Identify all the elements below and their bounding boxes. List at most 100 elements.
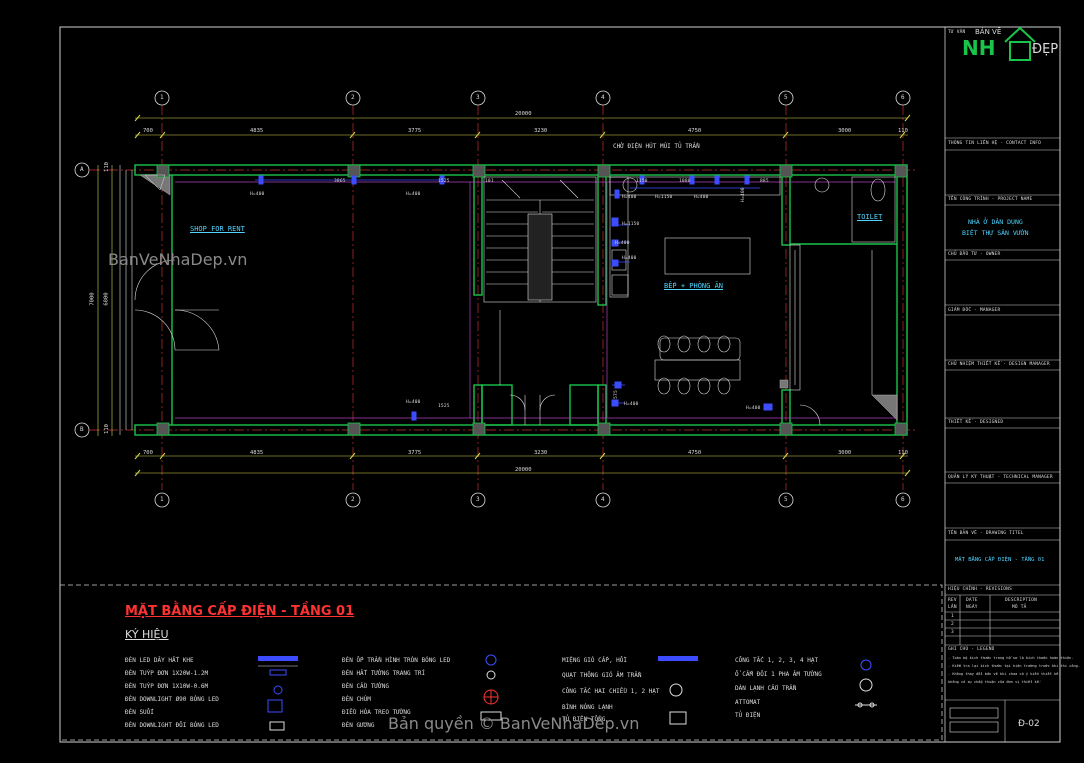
- room-toilet-label: TOILET: [857, 213, 883, 221]
- design-manager-label: CHỦ NHIỆM THIẾT KẾ - DESIGN MANAGER: [948, 362, 1050, 367]
- misc-dim-3: 1525: [438, 404, 450, 409]
- rev-row-1: 1: [951, 614, 954, 619]
- dim-top-7: 110: [898, 128, 908, 134]
- rev-header-desc: DESCRIPTION: [1005, 598, 1038, 603]
- dim-bottom-5: 4750: [688, 450, 702, 456]
- dim-top-5: 4750: [688, 128, 702, 134]
- grid-col-3-top: 3: [476, 94, 480, 101]
- dim-left-inner: 6800: [103, 292, 110, 306]
- h-label-4: H=400: [622, 195, 637, 200]
- dim-bottom-4: 3230: [534, 450, 548, 456]
- logo-top-text: BẢN VẼ: [975, 28, 1002, 36]
- rev-sub-desc: MÔ TẢ: [1012, 605, 1027, 610]
- legend-col3-item-4: BÌNH NÓNG LẠNH: [562, 704, 613, 711]
- misc-dim-1: 3865: [334, 179, 346, 184]
- grid-col-4-bottom: 4: [601, 496, 605, 503]
- dim-left-outer: 7000: [89, 292, 96, 306]
- h-label-8: H=400: [624, 402, 639, 407]
- dim-bottom-2: 4835: [250, 450, 264, 456]
- rev-header-rev: REV: [948, 598, 957, 603]
- h-label-5: H=400: [694, 195, 709, 200]
- grid-col-2-top: 2: [351, 94, 355, 101]
- grid-col-2-bottom: 2: [351, 496, 355, 503]
- drawing-title: MẶT BẰNG CẤP ĐIỆN - TẦNG 01: [125, 604, 355, 619]
- misc-dim-2: 1525: [438, 179, 450, 184]
- grid-col-1-bottom: 1: [160, 496, 164, 503]
- dim-left-b: 110: [103, 424, 110, 434]
- note-1: - Toàn bộ kích thước trong hồ sơ là kích…: [948, 656, 1074, 660]
- grid-row-b: B: [80, 426, 84, 433]
- h-label-10: H=400: [746, 406, 761, 411]
- misc-dim-6: 885: [760, 179, 769, 184]
- legend-col1-item-6: ĐÈN DOWNLIGHT ĐÔI BÓNG LED: [125, 722, 219, 729]
- h-label-9: H=1150: [655, 195, 673, 200]
- note-2: - Kiểm tra lại kích thước tại hiện trườn…: [948, 664, 1080, 668]
- grid-col-1-top: 1: [160, 94, 164, 101]
- tech-manager-label: QUẢN LÝ KỸ THUẬT - TECHNICAL MANAGER: [948, 475, 1053, 480]
- dim-bottom-3: 3775: [408, 450, 422, 456]
- dim-top-6: 3000: [838, 128, 852, 134]
- legend-col4-item-3: DÀN LẠNH CẤU TRẦN: [735, 685, 797, 692]
- owner-label: TƯ VẤN: [948, 30, 966, 35]
- legend-col1-item-3: ĐÈN TUÝP ĐƠN 1X10W-0.6M: [125, 683, 209, 690]
- misc-dim-5: 1080: [679, 179, 691, 184]
- legend-col1-item-4: ĐÈN DOWNLIGHT Ø90 BÓNG LED: [125, 696, 219, 703]
- project-line1: NHÀ Ở DÂN DỤNG: [968, 218, 1023, 226]
- legend-col1-item-5: ĐÈN SUỐI: [125, 709, 154, 716]
- dim-top-3: 3775: [408, 128, 422, 134]
- legend-col2-item-4: ĐÈN CHÙM: [342, 696, 371, 703]
- legend-col2-item-6: ĐÈN GƯƠNG: [342, 722, 375, 729]
- project-line2: BIỆT THỰ SÂN VƯỜN: [962, 229, 1029, 237]
- h-label-2: H=400: [406, 192, 421, 197]
- rev-sub-date: NGÀY: [966, 605, 978, 610]
- revision-label: HIỆU CHỈNH - REVISIONS: [948, 587, 1013, 592]
- watermark-bottom: Bản quyền © BanVeNhaDep.vn: [388, 714, 640, 733]
- dim-top-4: 3230: [534, 128, 548, 134]
- legend-col4-item-2: Ổ CẮM ĐÔI 1 PHA ÂM TƯỜNG: [735, 671, 822, 678]
- grid-row-a: A: [80, 166, 84, 173]
- h-label-3: H=400: [406, 400, 421, 405]
- dim-top-1: 700: [143, 128, 153, 134]
- rev-row-2: 2: [951, 622, 954, 627]
- dim-top-2: 4835: [250, 128, 264, 134]
- legend-col3-item-3: CÔNG TẮC HAI CHIỀU 1, 2 HẠT: [562, 688, 660, 695]
- room-kitchen-label: BẾP + PHÒNG ĂN: [664, 282, 724, 290]
- legend-col4-item-1: CÔNG TẮC 1, 2, 3, 4 HẠT: [735, 657, 819, 664]
- misc-dim-8: 101: [485, 179, 494, 184]
- total-dim-bottom: 20000: [515, 467, 532, 473]
- legend-title: KÝ HIỆU: [125, 628, 169, 641]
- legend-col2-item-3: ĐÈN CẦU TƯỜNG: [342, 683, 389, 690]
- dim-bottom-7: 110: [898, 450, 908, 456]
- note-3: - Không thay đổi bản vẽ khi chưa có ý ki…: [948, 672, 1061, 676]
- drawing-title-label: TÊN BẢN VẼ - DRAWING TITEL: [948, 531, 1024, 536]
- misc-dim-4: 1150: [636, 179, 648, 184]
- legend-col3-item-1: MIỆNG GIÓ CẤP, HỒI: [562, 657, 628, 664]
- legend-symbols: [258, 654, 877, 731]
- legend-col1-item-1: ĐÈN LED DÂY HẮT KHE: [125, 657, 194, 664]
- grid-col-4-top: 4: [601, 94, 605, 101]
- rev-row-3: 3: [951, 630, 954, 635]
- rev-header-date: DATE: [966, 598, 978, 603]
- total-dim-top: 20000: [515, 111, 532, 117]
- h-label-1: H=400: [250, 192, 265, 197]
- legend-col4-item-4: ATTOMAT: [735, 699, 761, 706]
- dim-left-a: 110: [103, 162, 110, 172]
- legend-col1-item-2: ĐÈN TUÝP ĐƠN 1X20W-1.2M: [125, 670, 209, 677]
- designer-label: THIẾT KẾ - DESIGNED: [948, 420, 1004, 425]
- logo-house-icon: [1004, 26, 1036, 61]
- misc-dim-7: 575: [613, 390, 619, 399]
- rev-sub-rev: LẦN: [948, 605, 957, 610]
- h-label-6: H=1150: [622, 222, 640, 227]
- fan-note: CHỜ ĐIỆN HÚT MÙI TỦ TRẦN: [613, 143, 700, 150]
- h-label-12: H=400: [740, 187, 746, 202]
- watermark-top: BanVeNhaDep.vn: [108, 250, 248, 269]
- manager-label: GIÁM ĐỐC - MANAGER: [948, 308, 1001, 313]
- project-label: TÊN CÔNG TRÌNH - PROJECT NAME: [948, 197, 1033, 202]
- logo-dep-text: ĐẸP: [1032, 42, 1059, 57]
- grid-col-6-bottom: 6: [901, 496, 905, 503]
- grid-col-3-bottom: 3: [476, 496, 480, 503]
- grid-col-5-top: 5: [784, 94, 788, 101]
- room-shop-label: SHOP FOR RENT: [190, 225, 245, 233]
- legend-col3-item-5: TỦ ĐIỆN TỔNG: [562, 716, 606, 723]
